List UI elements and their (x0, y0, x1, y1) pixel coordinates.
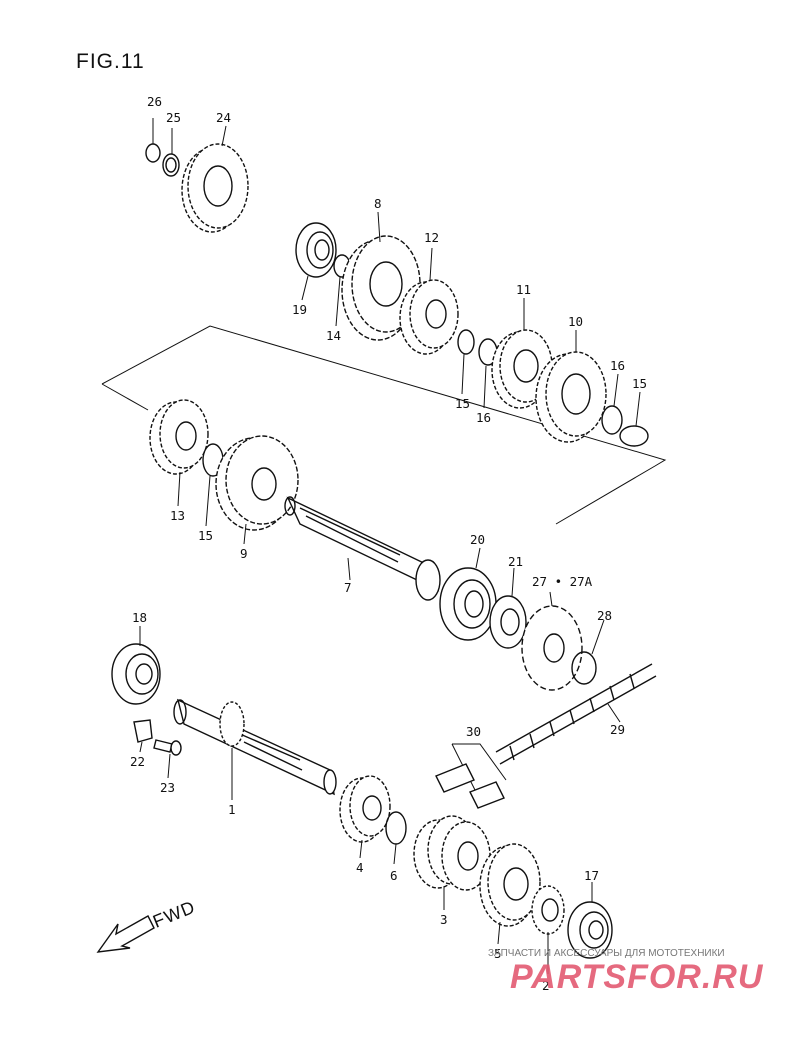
subassembly-bracket (101, 325, 667, 525)
callout-17: 17 (584, 868, 599, 883)
fwd-label: FWD (150, 897, 198, 932)
callout-25: 25 (166, 110, 181, 125)
part-7-countershaft[interactable] (284, 496, 441, 601)
callout-23: 23 (160, 780, 175, 795)
part-2-gear[interactable] (531, 885, 565, 974)
part-6-circlip[interactable] (385, 811, 407, 865)
callout-16-right: 16 (610, 358, 625, 373)
figure-title: FIG.11 (76, 50, 145, 73)
callout-16-mid: 16 (476, 410, 491, 425)
callout-1: 1 (228, 802, 236, 817)
part-16-washer-b[interactable] (601, 373, 623, 435)
part-15-ring-a[interactable] (457, 329, 475, 395)
part-10-gear[interactable] (535, 330, 607, 443)
callout-11: 11 (516, 282, 531, 297)
callout-8: 8 (374, 196, 382, 211)
part-4-gear[interactable] (339, 775, 391, 859)
callout-14: 14 (326, 328, 341, 343)
part-27-sprocket[interactable] (521, 591, 583, 691)
part-11-gear[interactable] (491, 298, 553, 409)
part-13-gear[interactable] (149, 399, 209, 507)
callout-9: 9 (240, 546, 248, 561)
part-19-bearing[interactable] (295, 222, 337, 301)
callout-29: 29 (610, 722, 625, 737)
part-15-ring-b[interactable] (619, 391, 649, 447)
callout-30: 30 (466, 724, 481, 739)
callout-7: 7 (344, 580, 352, 595)
callout-12: 12 (424, 230, 439, 245)
part-22-plate[interactable] (133, 719, 153, 753)
callout-2: 2 (542, 978, 550, 993)
part-28-circlip[interactable] (571, 619, 605, 685)
part-9-gear[interactable] (215, 435, 299, 545)
part-23-bolt[interactable] (153, 739, 182, 779)
callout-10: 10 (568, 314, 583, 329)
watermark-tagline: ЗАПЧАСТИ И АКСЕССУАРЫ ДЛЯ МОТОТЕХНИКИ (488, 948, 725, 959)
callout-21: 21 (508, 554, 523, 569)
part-25-washer[interactable] (162, 128, 180, 177)
part-18-bearing[interactable] (111, 626, 161, 705)
part-24-gear[interactable] (181, 125, 249, 233)
watermark-brand: PARTSFOR.RU (510, 958, 764, 996)
part-30-master-link[interactable] (435, 743, 507, 809)
part-20-bearing[interactable] (439, 547, 497, 641)
callout-20: 20 (470, 532, 485, 547)
callout-28: 28 (597, 608, 612, 623)
callout-22: 22 (130, 754, 145, 769)
callout-labels: 26 25 24 8 12 19 14 11 10 16 15 15 16 13… (130, 94, 647, 993)
callout-4: 4 (356, 860, 364, 875)
part-17-bearing[interactable] (567, 882, 613, 959)
callout-3: 3 (440, 912, 448, 927)
fwd-arrow-icon (96, 915, 155, 953)
part-29-chain[interactable] (495, 663, 657, 765)
part-12-gear[interactable] (399, 247, 459, 355)
callout-18: 18 (132, 610, 147, 625)
callout-27-27a: 27 • 27A (532, 574, 593, 589)
part-3-gear[interactable] (413, 815, 491, 910)
callout-5: 5 (494, 946, 502, 961)
callout-15-left: 15 (198, 528, 213, 543)
part-1-mainshaft[interactable] (173, 698, 337, 800)
callout-24: 24 (216, 110, 231, 125)
callout-15-mid: 15 (455, 396, 470, 411)
part-21-seal[interactable] (489, 567, 527, 649)
callout-13: 13 (170, 508, 185, 523)
part-5-gear[interactable] (479, 843, 541, 945)
callout-6: 6 (390, 868, 398, 883)
callout-19: 19 (292, 302, 307, 317)
part-26-circlip[interactable] (145, 118, 161, 163)
callout-15-right: 15 (632, 376, 647, 391)
callout-26: 26 (147, 94, 162, 109)
